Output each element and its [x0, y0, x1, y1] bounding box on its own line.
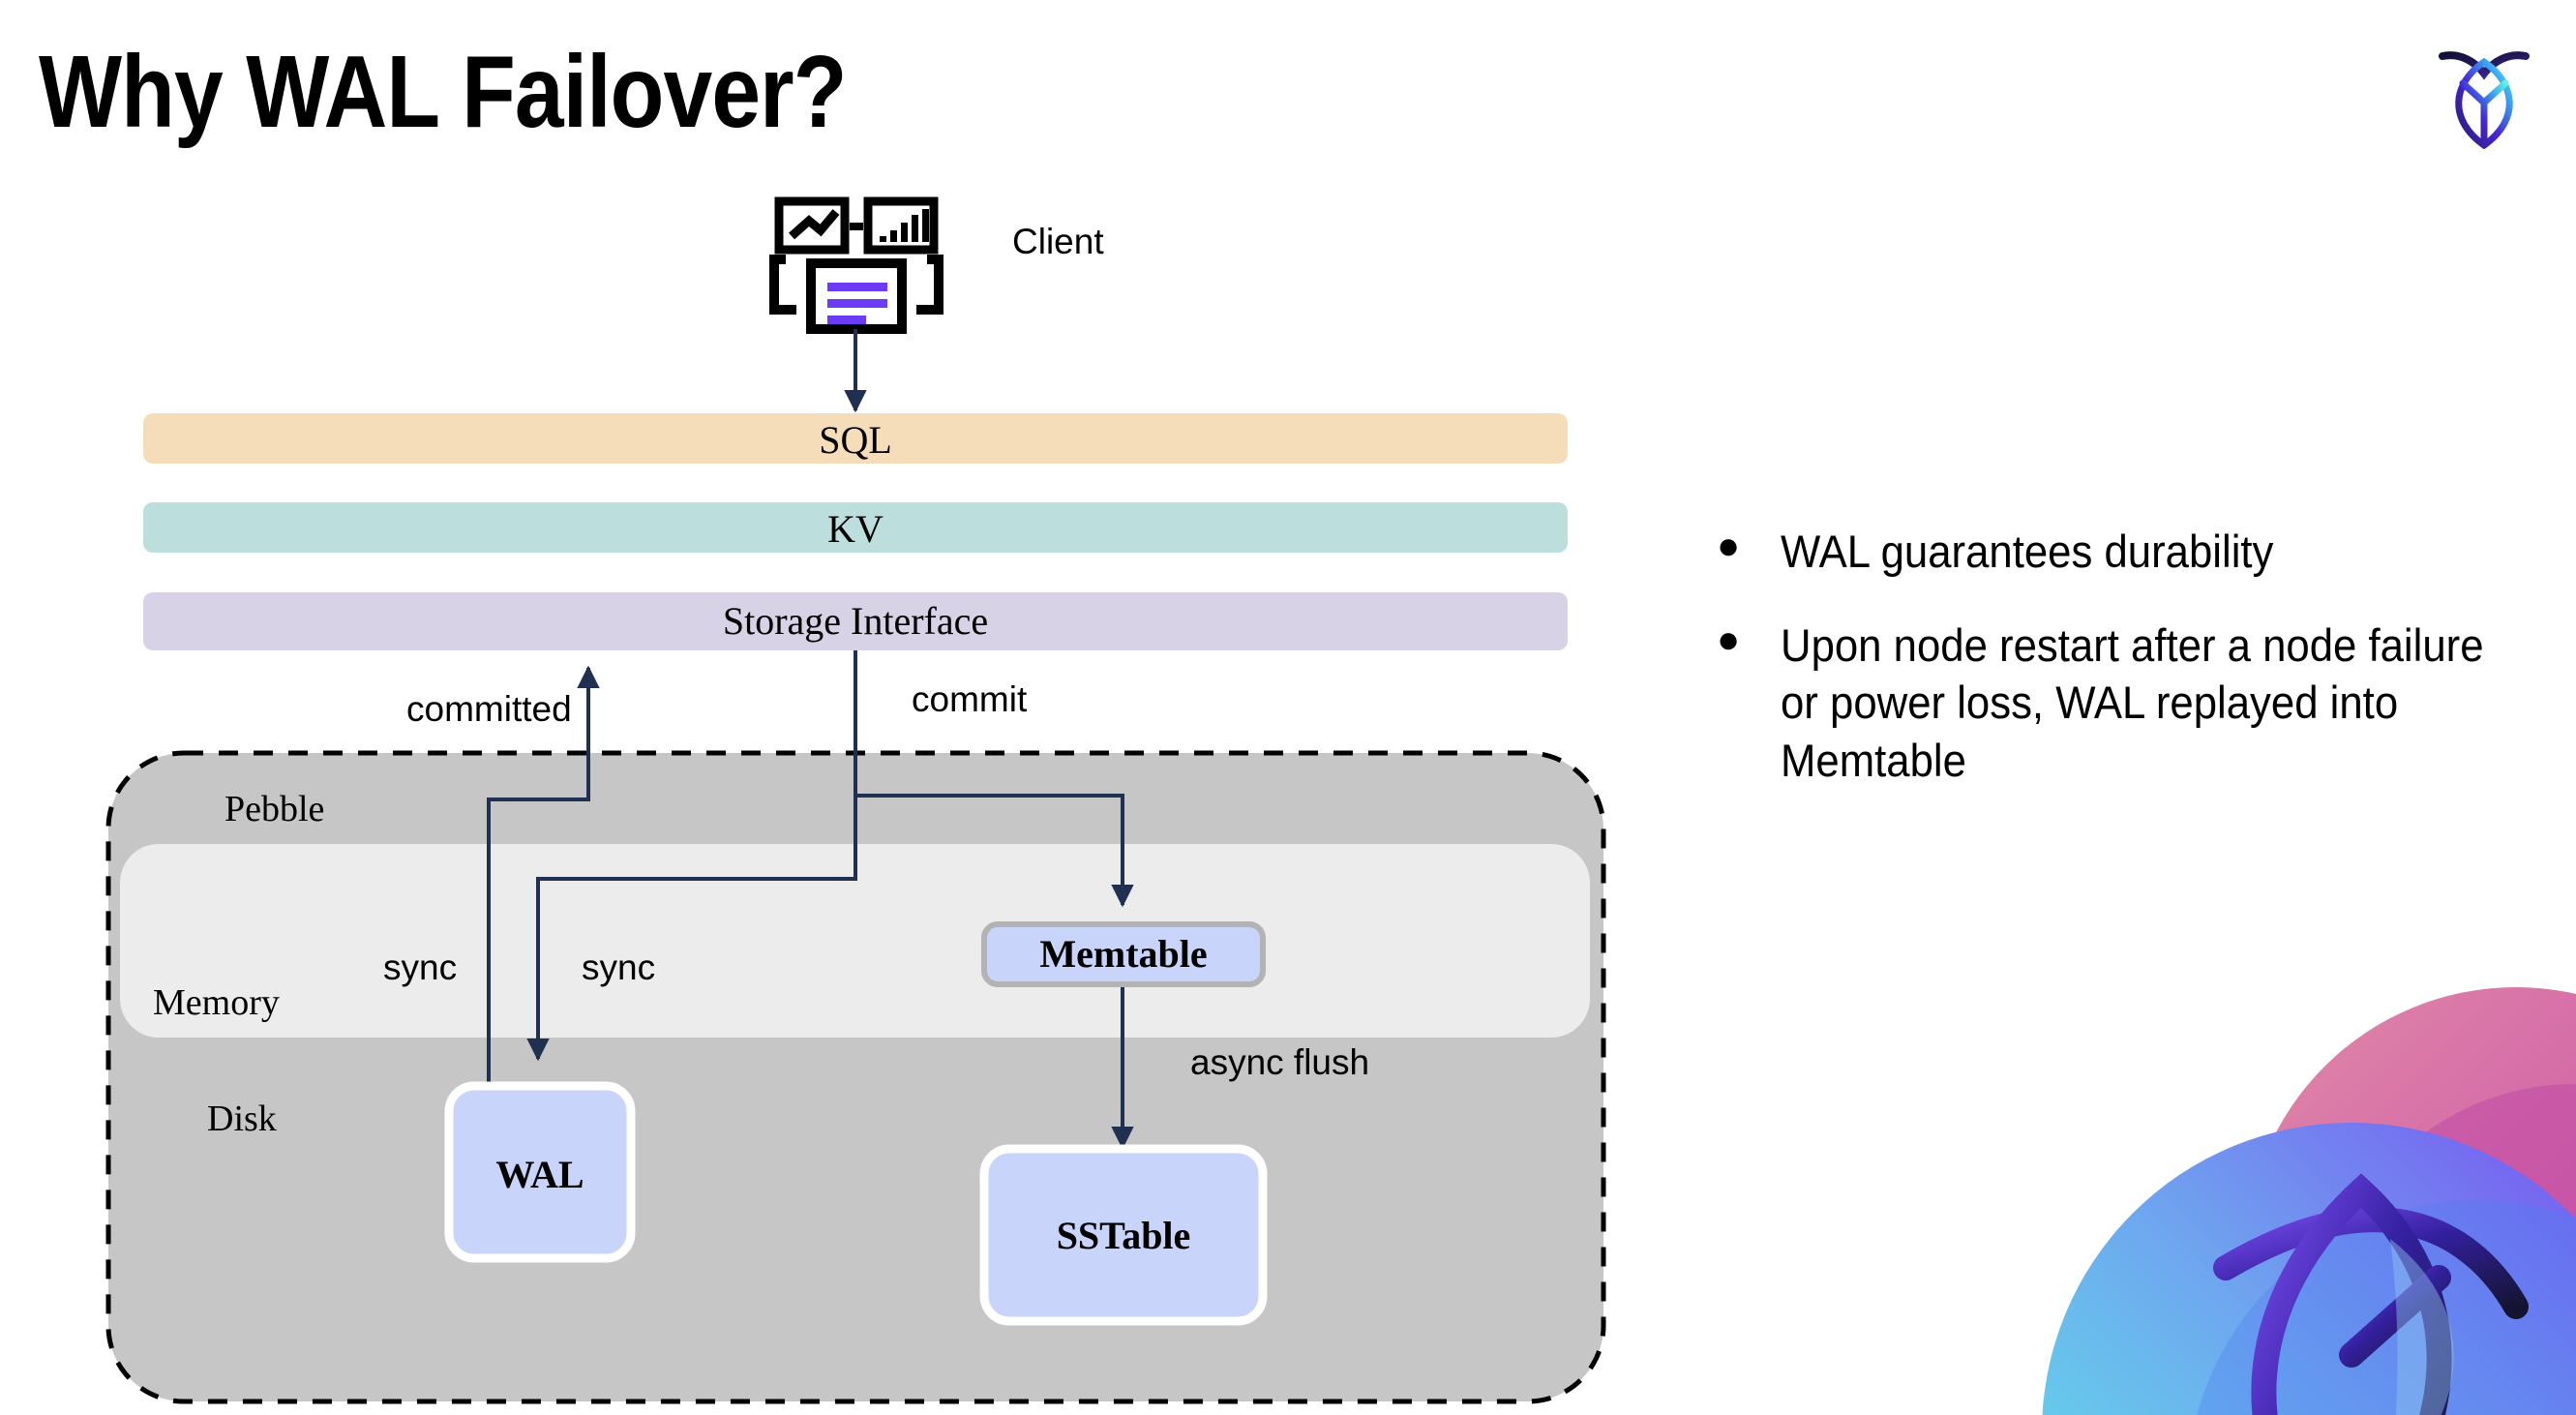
edge-label-sync-right: sync: [582, 948, 655, 987]
edge-label-commit: commit: [912, 679, 1028, 719]
node-sstable[interactable]: SSTable: [979, 1144, 1268, 1326]
client-label: Client: [1012, 222, 1104, 261]
node-label-sstable: SSTable: [1057, 1214, 1191, 1257]
edge-label-async-flush: async flush: [1190, 1042, 1369, 1082]
pebble-label: Pebble: [225, 789, 324, 829]
edge-label-committed: committed: [406, 689, 572, 729]
node-wal[interactable]: WAL: [444, 1081, 636, 1263]
node-memtable[interactable]: Memtable: [981, 921, 1266, 987]
node-label-memtable: Memtable: [1039, 932, 1207, 976]
layer-bar-storage-interface: [143, 592, 1568, 650]
client-dashboard-icon: [769, 196, 944, 334]
layer-label-storage-interface: Storage Interface: [723, 599, 988, 643]
list-item: ● WAL guarantees durability: [1695, 523, 2547, 580]
bullet-marker-icon: ●: [1717, 525, 1741, 567]
bullet-list: ● WAL guarantees durability ● Upon node …: [1695, 523, 2547, 826]
cockroachdb-circles-decoration: [1935, 948, 2576, 1415]
memory-label: Memory: [153, 982, 280, 1023]
node-label-wal: WAL: [495, 1153, 584, 1196]
edge-sync-right-to-wal: [526, 650, 857, 1062]
layer-bar-kv: [143, 502, 1568, 553]
bullet-text: Upon node restart after a node failure o…: [1781, 619, 2484, 786]
layer-label-kv: KV: [827, 507, 884, 551]
architecture-diagram: Client SQL KV Storage Interface Pebble M…: [105, 196, 1606, 1404]
page-title: Why WAL Failover?: [39, 35, 847, 149]
disk-label: Disk: [207, 1099, 277, 1139]
edge-committed-to-storage: [487, 665, 600, 1142]
layer-bar-sql: [143, 413, 1568, 464]
layer-label-sql: SQL: [819, 418, 892, 462]
edge-label-sync-left: sync: [383, 948, 457, 987]
bullet-text: WAL guarantees durability: [1781, 526, 2274, 577]
list-item: ● Upon node restart after a node failure…: [1695, 617, 2547, 789]
bullet-marker-icon: ●: [1717, 618, 1741, 662]
cockroachdb-logo-icon: [2431, 37, 2537, 161]
